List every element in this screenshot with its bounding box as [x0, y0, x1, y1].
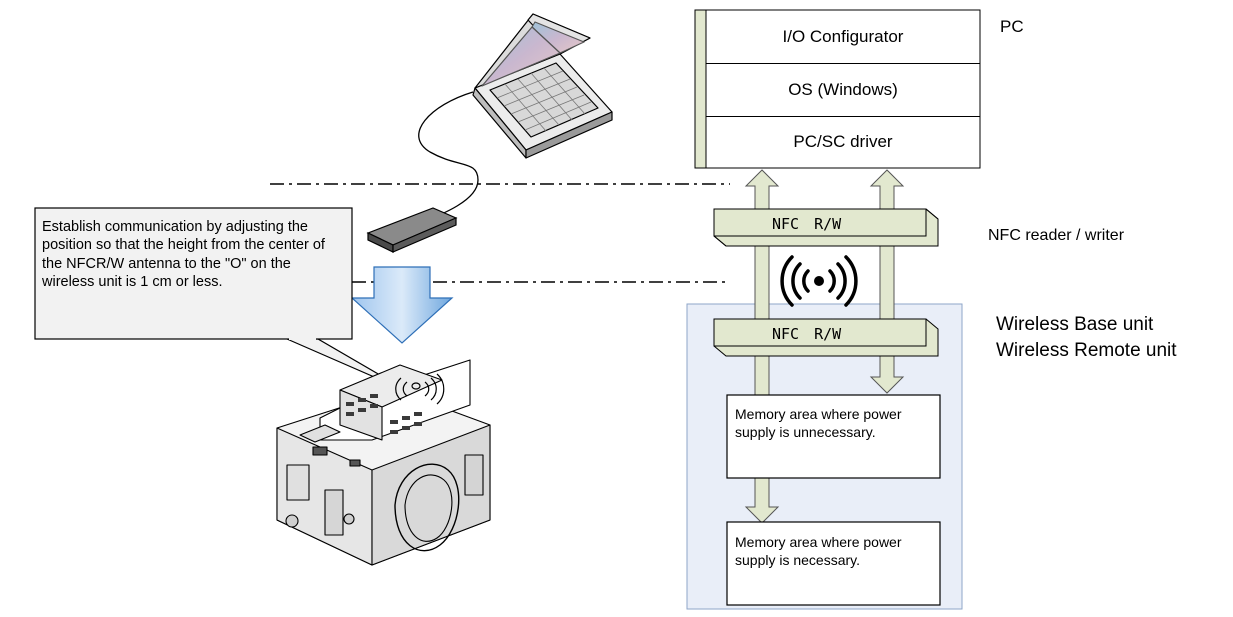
- pc-stack-frame: [705, 9, 981, 169]
- memory-box-unnecessary: [726, 394, 941, 479]
- wireless-remote-unit-label: Wireless Remote unit: [996, 340, 1177, 361]
- layer-pcsc-driver: PC/SC driver: [793, 132, 893, 151]
- wireless-signal-icon: [780, 255, 858, 307]
- nfc-reader-writer-label: NFC reader / writer: [988, 227, 1125, 244]
- laptop-icon: [472, 13, 613, 159]
- memory-box-necessary: [726, 521, 941, 606]
- callout-text: Establish communication by adjusting the…: [42, 219, 325, 291]
- nfc-rw-top-block: [713, 208, 939, 247]
- pc-label: PC: [1000, 17, 1024, 36]
- nfc-rw-bottom-label: NFC R/W: [772, 325, 842, 343]
- nfc-rw-top-label: NFC R/W: [772, 215, 842, 233]
- layer-os-windows: OS (Windows): [706, 64, 980, 117]
- callout: [34, 207, 412, 394]
- wireless-base-unit-label: Wireless Base unit: [996, 314, 1154, 335]
- laptop-cable: [418, 91, 479, 223]
- memory-unnecessary-text: Memory area where power supply is unnece…: [735, 406, 902, 440]
- nfc-rw-bottom-block: [713, 318, 939, 357]
- placement-arrow: [350, 266, 454, 344]
- wireless-unit-icon: [276, 359, 491, 566]
- nfc-reader-icon: [366, 207, 458, 253]
- pc-stack-strip: [694, 9, 707, 169]
- layer-io-configurator: I/O Configurator: [706, 10, 980, 64]
- memory-necessary-text: Memory area where power supply is necess…: [735, 534, 902, 568]
- arrow-right-column: [869, 169, 905, 394]
